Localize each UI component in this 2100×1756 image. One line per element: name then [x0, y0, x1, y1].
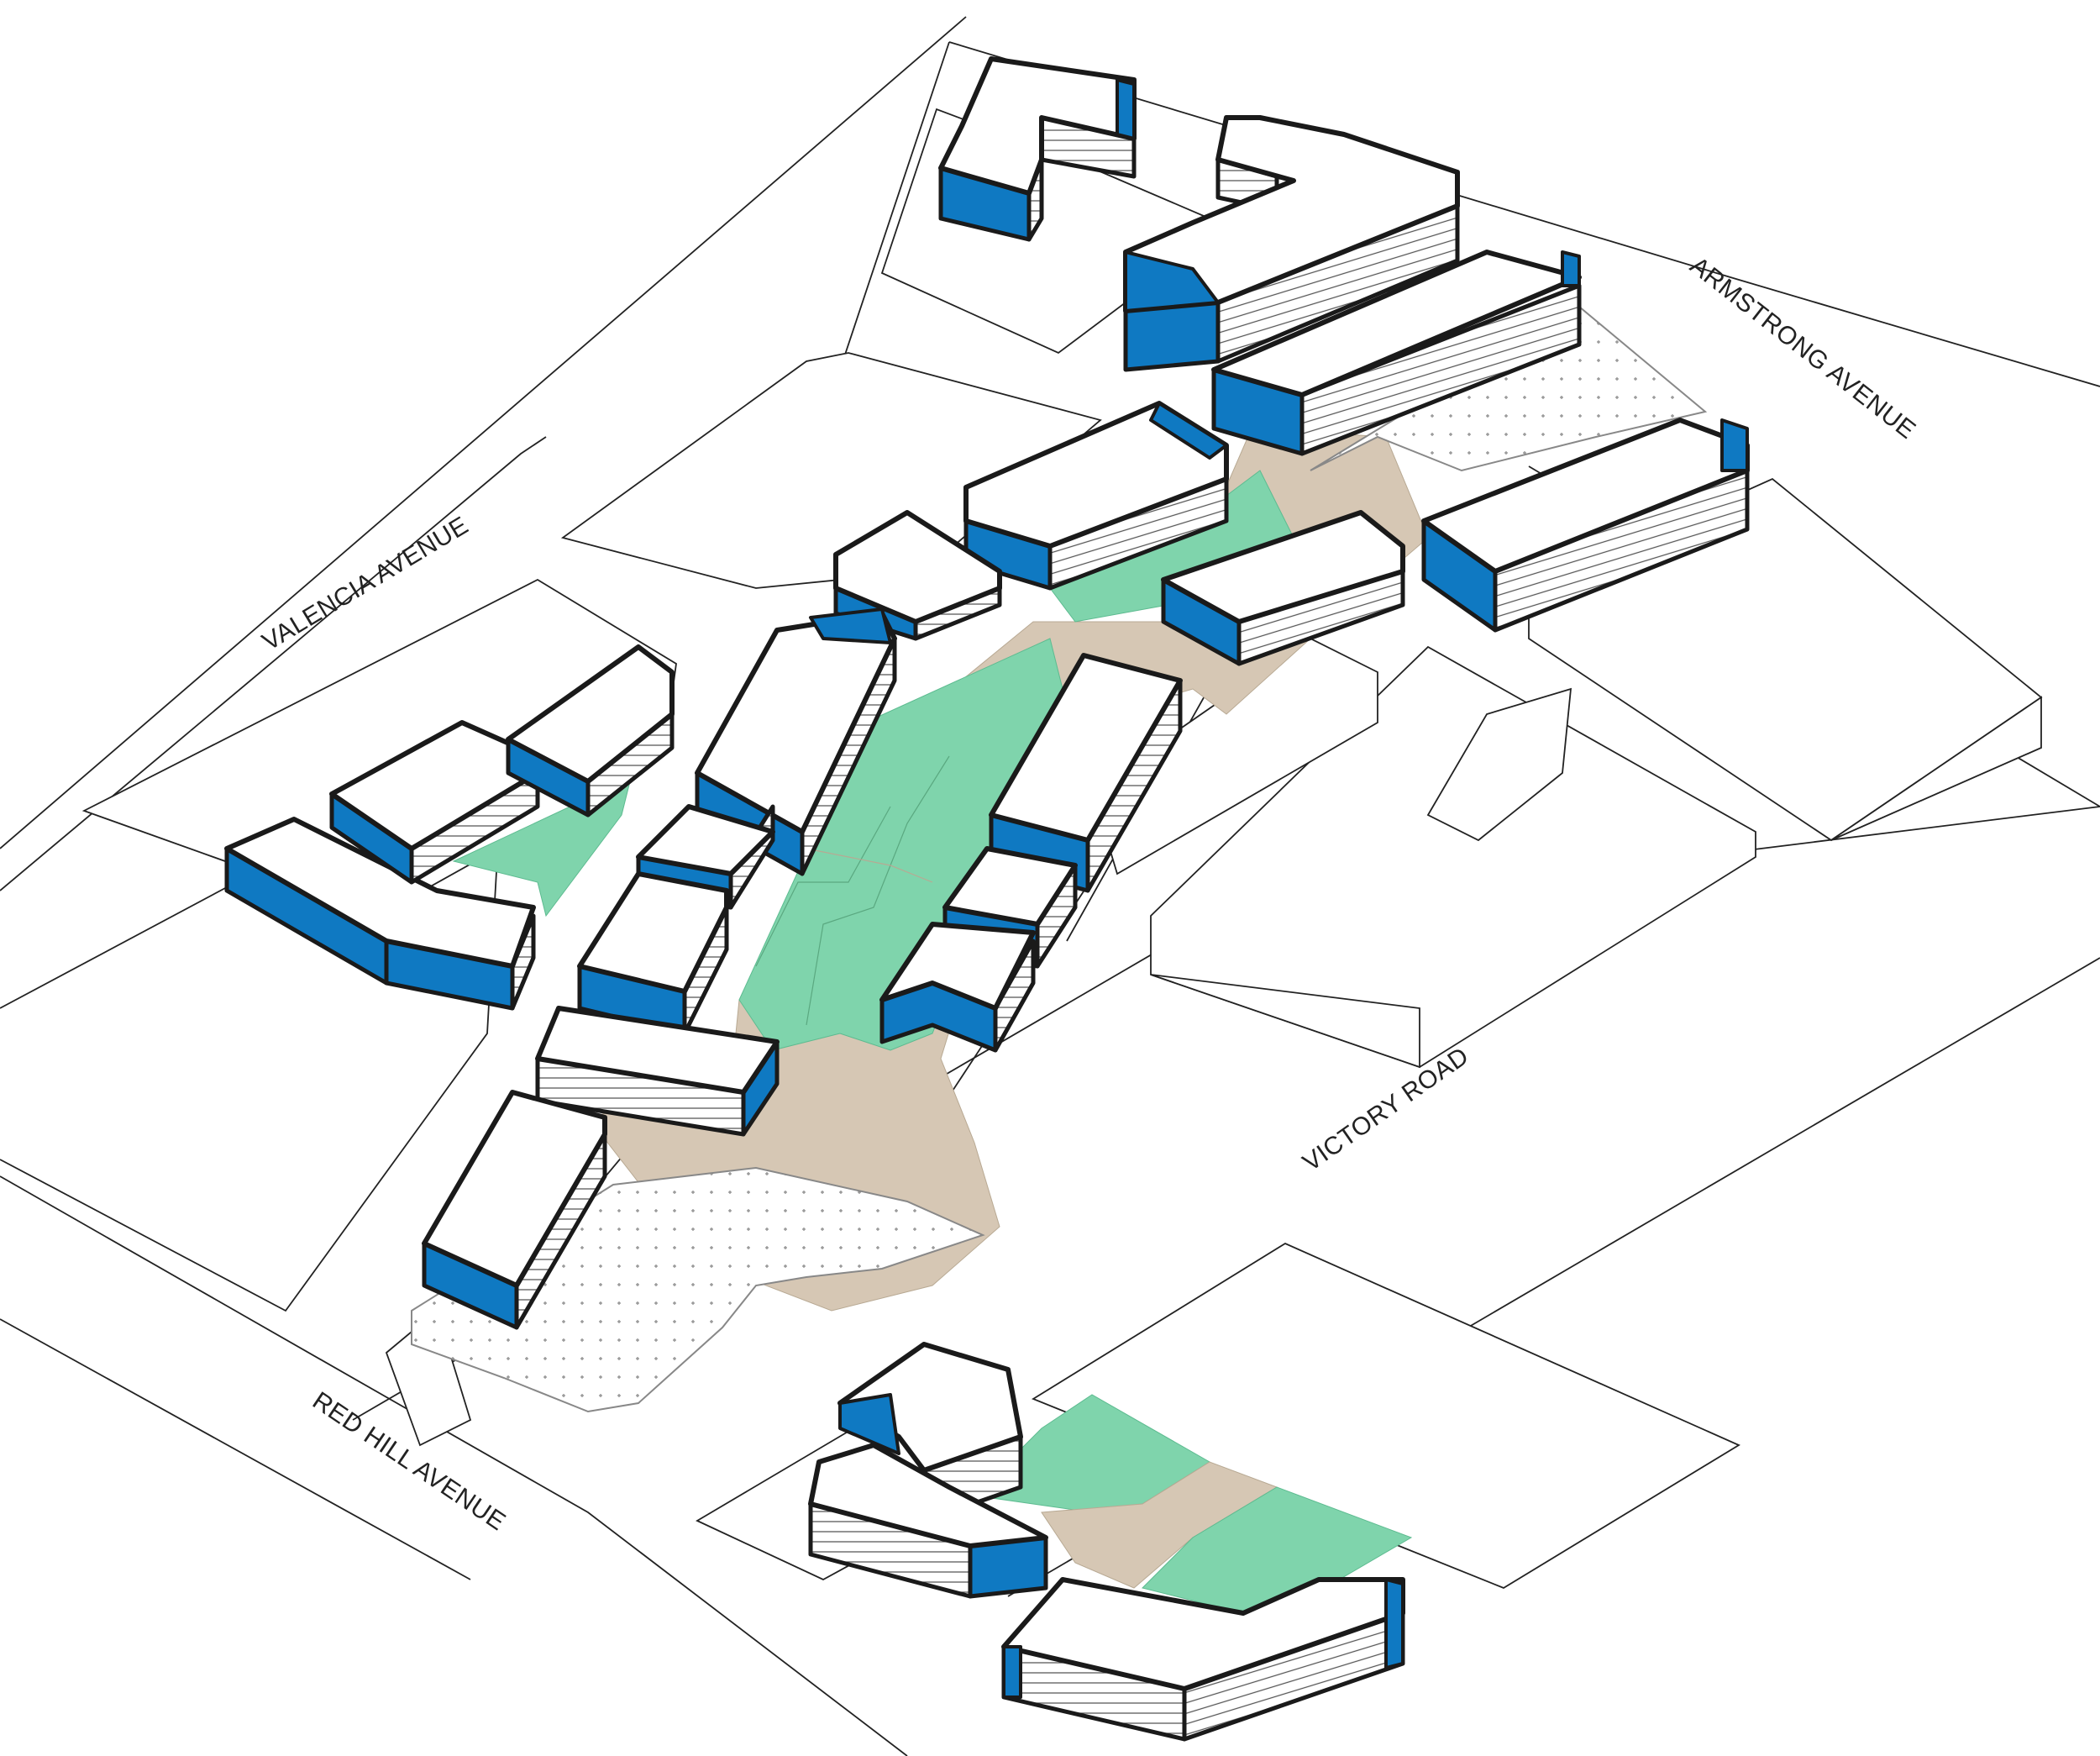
building-west-courtyard-l — [224, 817, 536, 1011]
building-armstrong-bar-2 — [1421, 418, 1750, 633]
building-red-hill-tower — [422, 1090, 607, 1330]
context-tower — [1426, 687, 1572, 842]
building-north-l — [938, 56, 1137, 242]
building-east-small-b — [879, 922, 1036, 1053]
building-south-l-lower — [808, 1443, 1048, 1599]
building-west-courtyard-mid — [329, 720, 540, 885]
label-victory-road: VICTORY ROAD — [1298, 1042, 1474, 1177]
label-armstrong-avenue: ARMSTRONG AVENUE — [1685, 252, 1921, 445]
context-building-east-2-front — [1830, 696, 2042, 841]
building-west-small-b — [577, 871, 729, 1036]
building-center-small — [833, 510, 1002, 641]
building-south-large — [1001, 1577, 1405, 1742]
building-south-l-upper — [837, 1342, 1023, 1523]
building-victory-bar — [1161, 510, 1405, 666]
context-building-east-1-front — [1150, 974, 1420, 1069]
buildings — [224, 56, 1750, 1742]
building-west-courtyard-upper — [506, 644, 675, 818]
building-center-north-bar — [963, 401, 1229, 591]
building-armstrong-bar-1 — [1211, 250, 1582, 456]
building-plaza-south-bar — [535, 1006, 780, 1137]
building-north-curved-bar — [1123, 115, 1460, 372]
